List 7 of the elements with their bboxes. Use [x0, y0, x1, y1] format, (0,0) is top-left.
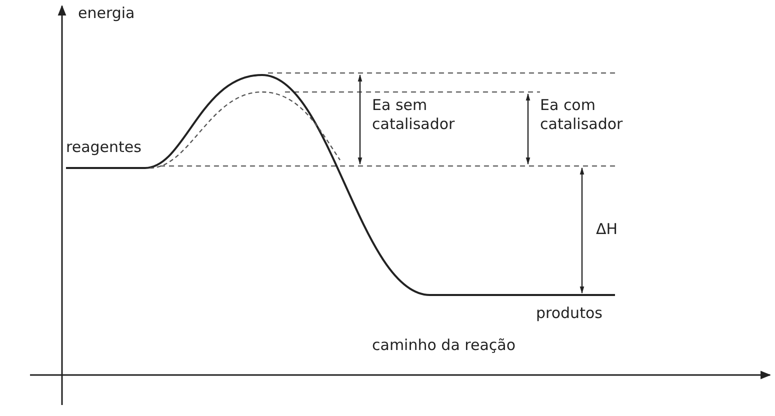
dimension-label: ΔH — [596, 220, 618, 239]
curve-label: reagentes — [66, 138, 142, 157]
axis-label: energia — [78, 4, 135, 23]
curve-label: produtos — [536, 304, 602, 323]
axis-label: caminho da reação — [372, 336, 516, 355]
dimension-label: Ea sem catalisador — [372, 96, 456, 134]
dimension-label: Ea com catalisador — [540, 96, 624, 134]
